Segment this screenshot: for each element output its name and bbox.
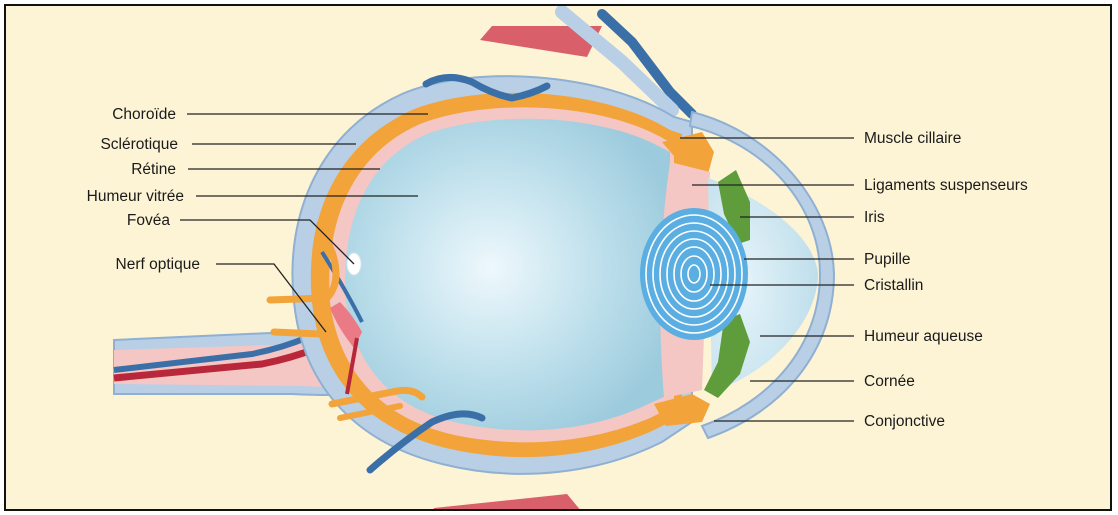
eye-anatomy-diagram: Choroïde Sclérotique Rétine Humeur vitré… — [6, 6, 1112, 511]
bottom-muscle — [432, 494, 582, 511]
label-retine: Rétine — [131, 161, 176, 178]
vitreous-humor — [345, 119, 670, 431]
label-ligaments-suspenseurs: Ligaments suspenseurs — [864, 177, 1028, 194]
label-fovea: Fovéa — [127, 212, 170, 229]
label-choroide: Choroïde — [112, 106, 176, 123]
label-muscle-ciliaire: Muscle cillaire — [864, 130, 961, 147]
label-nerf-optique: Nerf optique — [116, 256, 200, 273]
label-iris: Iris — [864, 209, 885, 226]
diagram-frame: Choroïde Sclérotique Rétine Humeur vitré… — [4, 4, 1112, 511]
label-pupille: Pupille — [864, 251, 911, 268]
orange-vessel-2 — [274, 332, 320, 334]
crystalline-lens — [640, 208, 748, 340]
label-cornee: Cornée — [864, 373, 915, 390]
label-humeur-vitree: Humeur vitrée — [87, 188, 184, 205]
label-sclerotique: Sclérotique — [100, 136, 178, 153]
label-conjonctive: Conjonctive — [864, 413, 945, 430]
label-cristallin: Cristallin — [864, 277, 923, 294]
label-humeur-aqueuse: Humeur aqueuse — [864, 328, 983, 345]
